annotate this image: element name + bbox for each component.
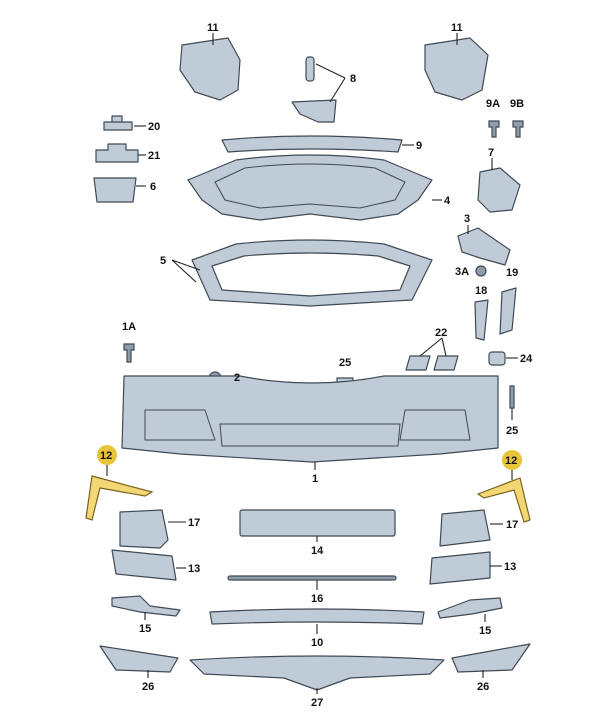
label-13-left: 13 [188, 563, 200, 575]
label-6: 6 [150, 181, 156, 193]
label-3: 3 [464, 213, 470, 225]
label-17-right: 17 [506, 519, 518, 531]
label-18: 18 [475, 285, 487, 297]
part-13-right [429, 551, 491, 585]
label-9a: 9A [486, 98, 500, 110]
label-9: 9 [416, 140, 422, 152]
label-5: 5 [160, 255, 166, 267]
part-21 [95, 143, 139, 163]
label-10: 10 [311, 637, 323, 649]
part-26-left [99, 645, 179, 673]
part-20 [103, 115, 133, 131]
part-12-right [476, 477, 531, 523]
part-8-pin [305, 56, 315, 82]
part-22-left [405, 355, 431, 371]
label-26-left: 26 [142, 681, 154, 693]
label-14: 14 [311, 545, 324, 557]
part-13-left [111, 549, 177, 581]
label-11-left: 11 [207, 22, 219, 34]
part-9 [221, 135, 403, 153]
part-15-right [437, 597, 503, 619]
label-25-side: 25 [506, 425, 518, 437]
part-9a [488, 120, 500, 138]
part-7 [477, 167, 521, 213]
part-15-left [111, 595, 181, 617]
label-26-right: 26 [477, 681, 489, 693]
label-24: 24 [520, 353, 533, 365]
part-12-left [85, 475, 154, 521]
part-10 [209, 608, 425, 625]
label-15-left: 15 [139, 623, 151, 635]
label-2: 2 [234, 372, 240, 384]
label-12-right: 12 [505, 455, 517, 467]
part-14-grille [239, 509, 396, 537]
part-5-frame [191, 239, 433, 307]
part-11-left [179, 37, 241, 101]
part-3a [475, 265, 487, 277]
part-9b [512, 120, 524, 138]
part-4-grille [187, 154, 433, 221]
label-20: 20 [148, 121, 160, 133]
label-8: 8 [350, 73, 356, 85]
label-11-right: 11 [451, 22, 463, 34]
part-26-right [451, 643, 531, 673]
part-1-bumper [121, 375, 499, 463]
label-21: 21 [148, 150, 160, 162]
part-17-left [119, 509, 169, 549]
label-7: 7 [488, 147, 494, 159]
part-1a [123, 343, 135, 363]
part-3 [457, 227, 511, 266]
part-8-clip [291, 99, 337, 123]
label-22: 22 [435, 327, 447, 339]
label-16: 16 [311, 593, 323, 605]
label-3a: 3A [455, 266, 469, 278]
part-24 [488, 351, 506, 366]
label-13-right: 13 [504, 561, 516, 573]
part-27 [189, 655, 445, 691]
label-1a: 1A [122, 321, 136, 333]
part-6 [93, 177, 137, 203]
label-27: 27 [311, 697, 323, 709]
label-17-left: 17 [188, 517, 200, 529]
part-25-side [509, 385, 515, 409]
label-15-right: 15 [479, 625, 491, 637]
label-1: 1 [312, 473, 318, 485]
part-16-strip [227, 575, 397, 581]
part-17-right [439, 509, 491, 547]
label-9b: 9B [510, 98, 524, 110]
label-4: 4 [444, 195, 451, 207]
label-25-center: 25 [339, 357, 351, 369]
part-18 [474, 299, 489, 341]
part-19 [499, 287, 517, 335]
label-19: 19 [506, 267, 518, 279]
label-12-left: 12 [100, 450, 112, 462]
part-22-right [433, 355, 459, 371]
part-11-right [424, 37, 489, 101]
